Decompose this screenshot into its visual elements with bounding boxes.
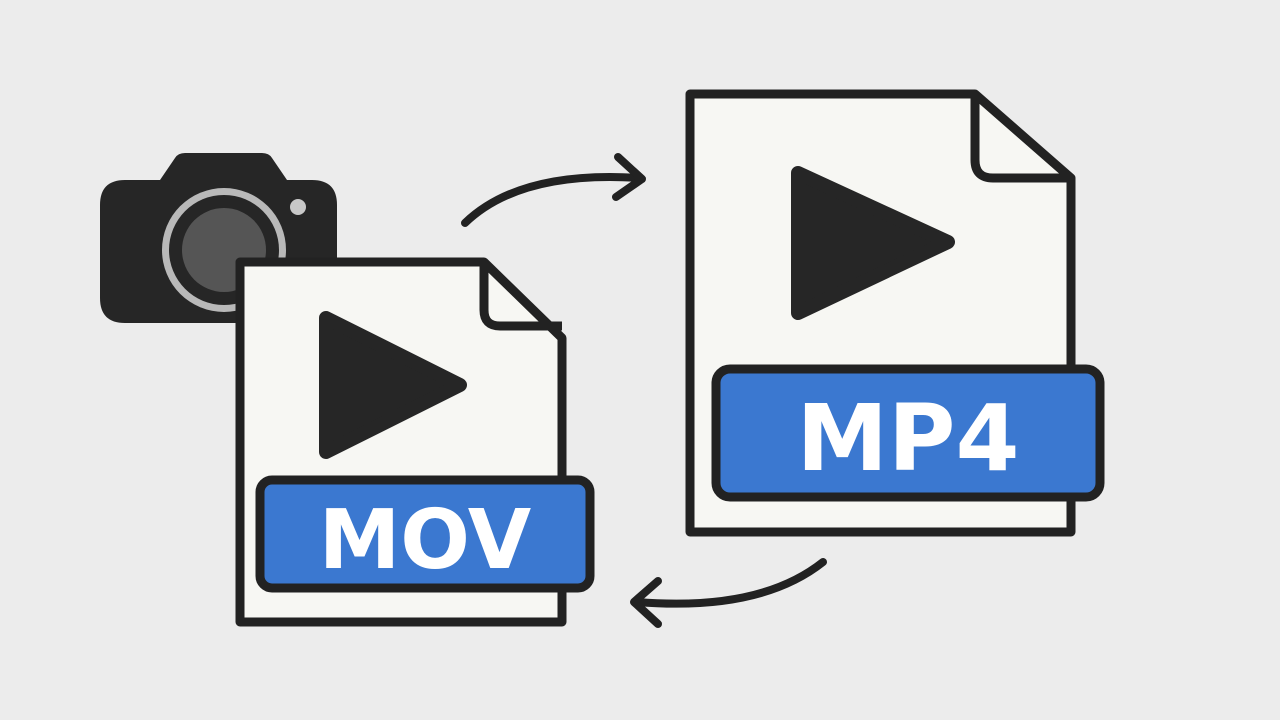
mp4-label: MP4 [797, 385, 1020, 492]
mov-label: MOV [319, 493, 532, 588]
mov-badge [255, 475, 595, 593]
source-file-icon: MOV [235, 257, 595, 627]
curved-arrow-right-icon [461, 153, 646, 227]
target-file-icon: MP4 [685, 89, 1105, 537]
play-icon [319, 311, 467, 459]
mp4-badge [711, 364, 1105, 502]
play-icon [791, 166, 955, 320]
camera-flash [290, 199, 306, 215]
curved-arrow-left-icon [630, 558, 827, 628]
